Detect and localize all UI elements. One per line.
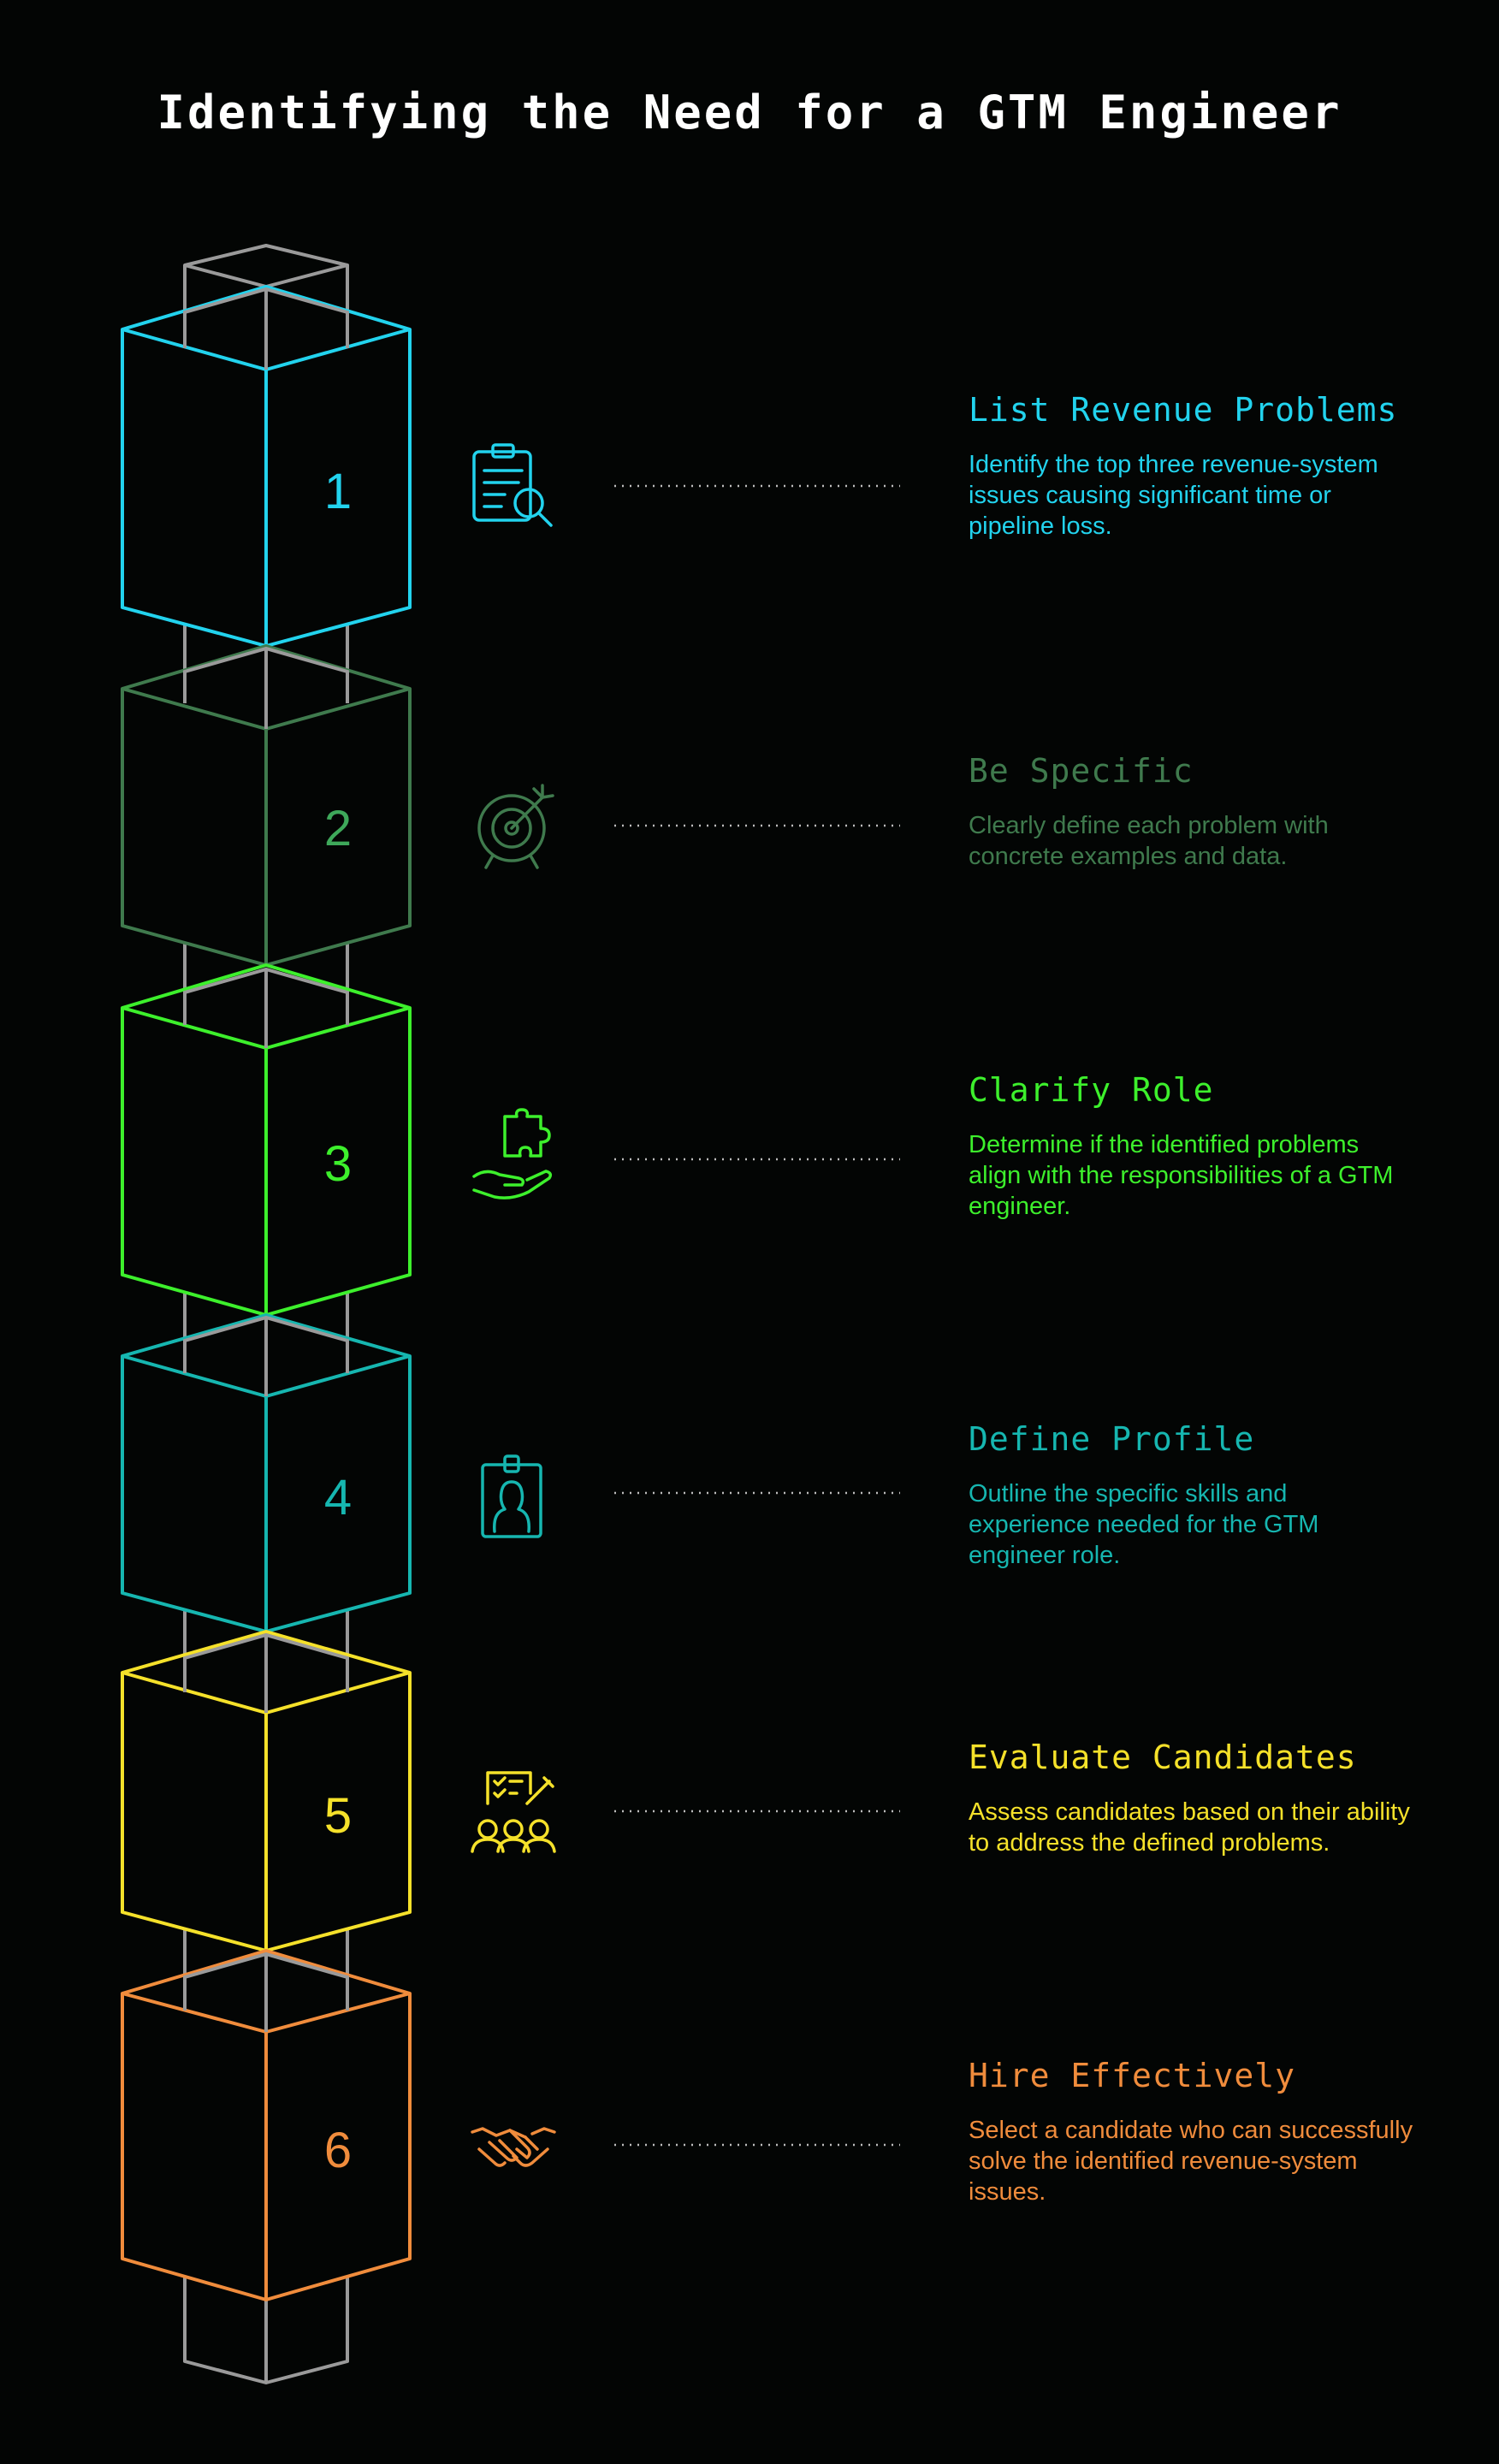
step-5-shaft-inner xyxy=(183,1632,349,1713)
clipboard-search-icon xyxy=(472,443,553,527)
block-5 xyxy=(121,1630,412,1952)
step-text-1: List Revenue Problems Identify the top t… xyxy=(969,389,1413,542)
step-1: 1 xyxy=(121,285,900,648)
step-2: 2 xyxy=(121,644,900,967)
step-title-1: List Revenue Problems xyxy=(969,391,1398,429)
step-text-5: Evaluate Candidates Assess candidates ba… xyxy=(969,1737,1413,1858)
step-title-6: Hire Effectively xyxy=(969,2057,1296,2094)
step-number-3: 3 xyxy=(324,1136,352,1192)
step-description-1: Identify the top three revenue-system is… xyxy=(969,451,1378,540)
step-3-shaft-inner xyxy=(183,967,349,1048)
id-badge-icon xyxy=(481,1454,542,1538)
step-number-4: 4 xyxy=(324,1470,352,1525)
step-3: 3 xyxy=(121,963,900,1317)
block-6 xyxy=(121,1949,412,2301)
step-4-shaft-inner xyxy=(183,1315,349,1396)
step-description-3: Determine if the identified problems ali… xyxy=(969,1131,1394,1220)
step-text-3: Clarify Role Determine if the identified… xyxy=(969,1069,1413,1222)
step-6-shaft-inner xyxy=(183,1952,349,2032)
step-number-5: 5 xyxy=(324,1788,352,1844)
step-description-5: Assess candidates based on their ability… xyxy=(969,1798,1410,1857)
step-1-shaft-inner xyxy=(183,287,349,370)
step-2-shaft-inner xyxy=(183,646,349,729)
step-text-6: Hire Effectively Select a candidate who … xyxy=(969,2055,1413,2207)
block-2 xyxy=(121,644,412,967)
step-description-6: Select a candidate who can successfully … xyxy=(969,2117,1413,2206)
step-text-2: Be Specific Clearly define each problem … xyxy=(969,750,1413,872)
step-number-2: 2 xyxy=(324,801,352,856)
block-3 xyxy=(121,963,412,1317)
candidates-checklist-icon xyxy=(471,1771,556,1853)
step-4: 4 xyxy=(121,1313,900,1633)
step-title-4: Define Profile xyxy=(969,1420,1255,1458)
target-arrow-icon xyxy=(477,784,554,869)
step-title-5: Evaluate Candidates xyxy=(969,1738,1357,1776)
step-5: 5 xyxy=(121,1630,900,1952)
step-number-1: 1 xyxy=(324,464,352,519)
step-6: 6 xyxy=(121,1949,900,2301)
step-title-2: Be Specific xyxy=(969,752,1194,790)
step-title-3: Clarify Role xyxy=(969,1071,1214,1109)
step-description-2: Clearly define each problem with concret… xyxy=(969,812,1329,870)
step-text-4: Define Profile Outline the specific skil… xyxy=(969,1419,1413,1571)
step-number-6: 6 xyxy=(324,2123,352,2178)
page-title: Identifying the Need for a GTM Engineer xyxy=(157,86,1342,139)
step-description-4: Outline the specific skills and experien… xyxy=(969,1480,1319,1569)
hand-puzzle-icon xyxy=(472,1108,553,1199)
handshake-icon xyxy=(471,2127,556,2167)
